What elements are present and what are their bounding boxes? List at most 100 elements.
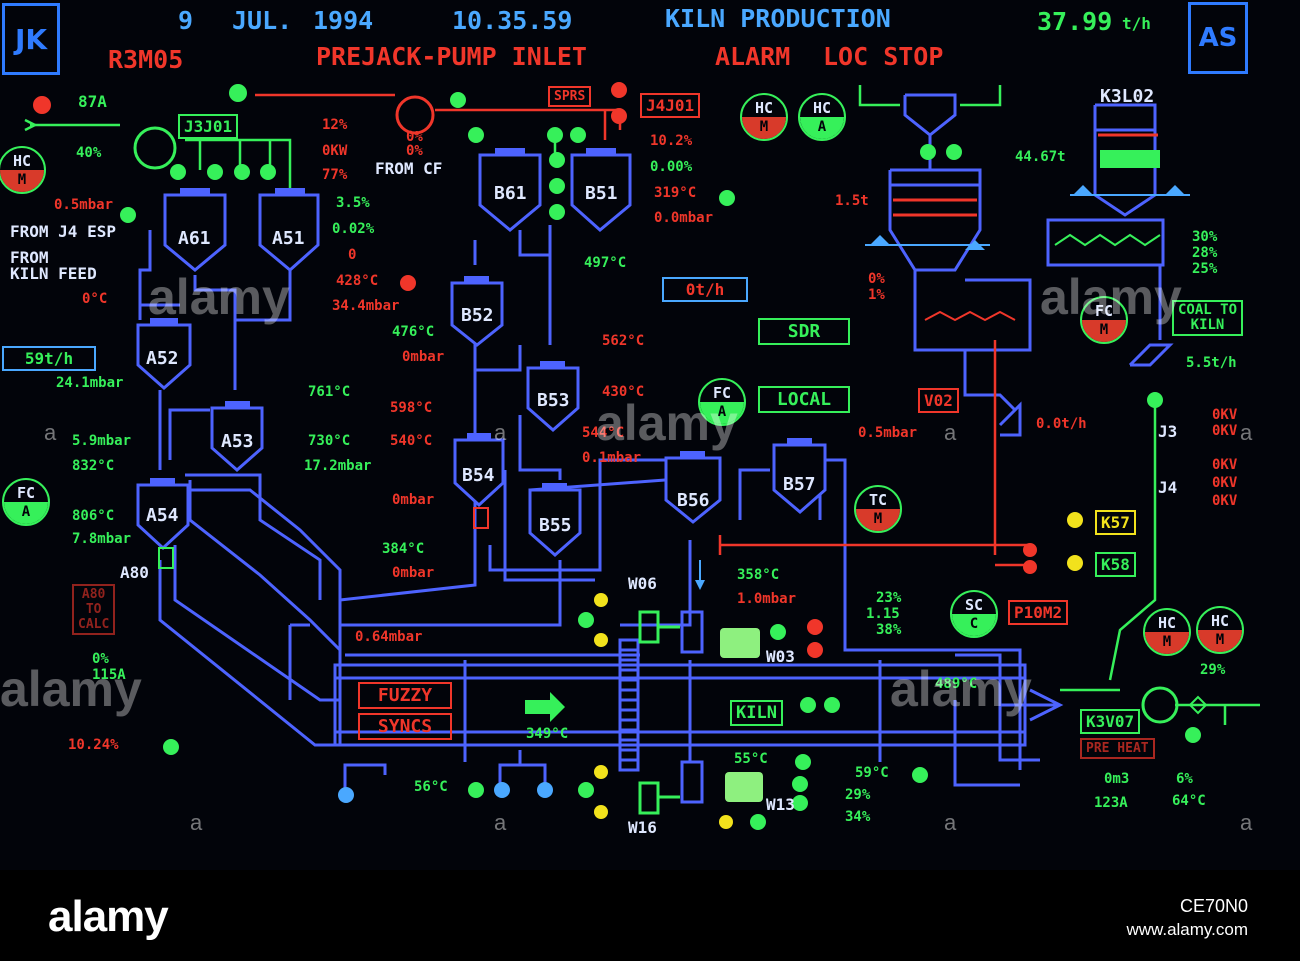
alamy-logo: alamy (48, 892, 169, 941)
reading: 497°C (584, 255, 627, 271)
watermark: alamy (148, 269, 290, 325)
controller-mode-label: M (742, 117, 786, 139)
tag-k3l02[interactable]: K3L02 (1100, 86, 1155, 107)
footer-bar: alamy CE70N0 www.alamy.com (0, 870, 1300, 961)
a80-calc-line2: TO (85, 602, 102, 617)
reading: 6% (1176, 771, 1193, 787)
coal-to-kiln-box[interactable]: COAL TO KILN (1172, 300, 1244, 336)
flow-left-box[interactable]: 59t/h (2, 346, 96, 371)
reading: 349°C (526, 726, 569, 742)
mode-local-button[interactable]: LOCAL (758, 386, 850, 413)
tag-j3j01[interactable]: J3J01 (178, 114, 239, 139)
label-from-kiln-feed-1: FROM (10, 248, 49, 267)
syncs-button[interactable]: SYNCS (358, 713, 452, 740)
tag-pre-heat[interactable]: PRE HEAT (1080, 738, 1155, 759)
vessel-b61[interactable]: B61 (494, 183, 527, 204)
image-reference: CE70N0 (1179, 896, 1248, 916)
reading: 5.5t/h (1186, 355, 1237, 371)
reading: 0KW (322, 143, 348, 159)
reading: 30% (1192, 229, 1218, 245)
tag-v02[interactable]: V02 (918, 388, 959, 413)
reading: 29% (845, 787, 871, 803)
vessel-b54[interactable]: B54 (462, 465, 495, 486)
reading: 55°C (734, 751, 768, 767)
reading: 761°C (308, 384, 351, 400)
vessel-b51[interactable]: B51 (585, 183, 618, 204)
a80-calc-line1: A80 (81, 587, 106, 602)
reading: 832°C (72, 458, 115, 474)
flow-setpoint-box[interactable]: 0t/h (662, 277, 748, 302)
tag-k3v07[interactable]: K3V07 (1080, 709, 1141, 734)
controller-type-label: FC (16, 484, 36, 502)
controller-type-label: SC (964, 596, 984, 614)
vessel-b52[interactable]: B52 (461, 305, 494, 326)
reading: 115A (92, 667, 126, 683)
reading: 1.5t (835, 193, 869, 209)
kiln-label[interactable]: KILN (730, 700, 783, 726)
label-from-cf: FROM CF (375, 159, 443, 178)
reading: 10.2% (650, 133, 693, 149)
vessel-a53[interactable]: A53 (221, 431, 254, 452)
watermark-letter: a (1240, 810, 1253, 835)
reading: 384°C (382, 541, 425, 557)
watermark-letter: a (944, 420, 957, 445)
reading: 544°C (582, 425, 625, 441)
reading: 0.02% (332, 221, 375, 237)
reading: 12% (322, 117, 348, 133)
site-url[interactable]: www.alamy.com (1126, 920, 1248, 939)
vessel-b55[interactable]: B55 (539, 515, 572, 536)
tag-sprs[interactable]: SPRS (548, 86, 592, 107)
process-diagram (24, 82, 1260, 830)
reading: 34% (845, 809, 871, 825)
vessel-b56[interactable]: B56 (677, 490, 710, 511)
watermark-letter: a (44, 420, 57, 445)
header-time: 10.35.59 (452, 6, 573, 35)
tag-p10m2[interactable]: P10M2 (1008, 600, 1069, 625)
drive-units (720, 628, 763, 802)
scada-screen: JK AS 9 JUL. 1994 10.35.59 KILN PRODUCTI… (0, 2, 1260, 837)
jk-logo: JK (2, 3, 60, 75)
reading: 430°C (602, 384, 645, 400)
controller-mode-label: M (0, 170, 44, 192)
a80-to-calc-box[interactable]: A80 TO CALC (72, 584, 116, 635)
reading: 730°C (308, 433, 351, 449)
reading: 40% (76, 145, 102, 161)
vessel-a54[interactable]: A54 (146, 505, 179, 526)
fuzzy-button[interactable]: FUZZY (358, 682, 452, 709)
header-subtitle: PREJACK-PUMP INLET (316, 42, 587, 71)
mode-sdr-button[interactable]: SDR (758, 318, 850, 345)
instrument-symbols (120, 84, 1201, 830)
vessel-a61[interactable]: A61 (178, 228, 211, 249)
reading: 0.1mbar (582, 450, 642, 466)
as-logo: AS (1188, 2, 1248, 74)
reading: 0KV (1212, 407, 1238, 423)
reading: 24.1mbar (56, 375, 124, 391)
reading: 25% (1192, 261, 1218, 277)
label-from-kiln-feed-2: KILN FEED (10, 264, 97, 283)
tag-k57[interactable]: K57 (1095, 510, 1136, 535)
vessel-a51[interactable]: A51 (272, 228, 305, 249)
header-date-month: JUL. (232, 6, 293, 35)
tag-j4j01[interactable]: J4J01 (640, 93, 701, 118)
tag-k58[interactable]: K58 (1095, 552, 1136, 577)
watermark: alamy (596, 395, 738, 451)
label-w13: W13 (766, 795, 795, 814)
coal-to-kiln-line2: KILN (1190, 317, 1225, 333)
vessel-b57[interactable]: B57 (783, 474, 816, 495)
label-w16: W16 (628, 818, 657, 837)
controller-type-label: HC (812, 99, 832, 117)
vessel-b53[interactable]: B53 (537, 390, 570, 411)
vessel-a52[interactable]: A52 (146, 348, 179, 369)
header-date-year: 1994 (313, 6, 374, 35)
reading: 0.00% (650, 159, 693, 175)
